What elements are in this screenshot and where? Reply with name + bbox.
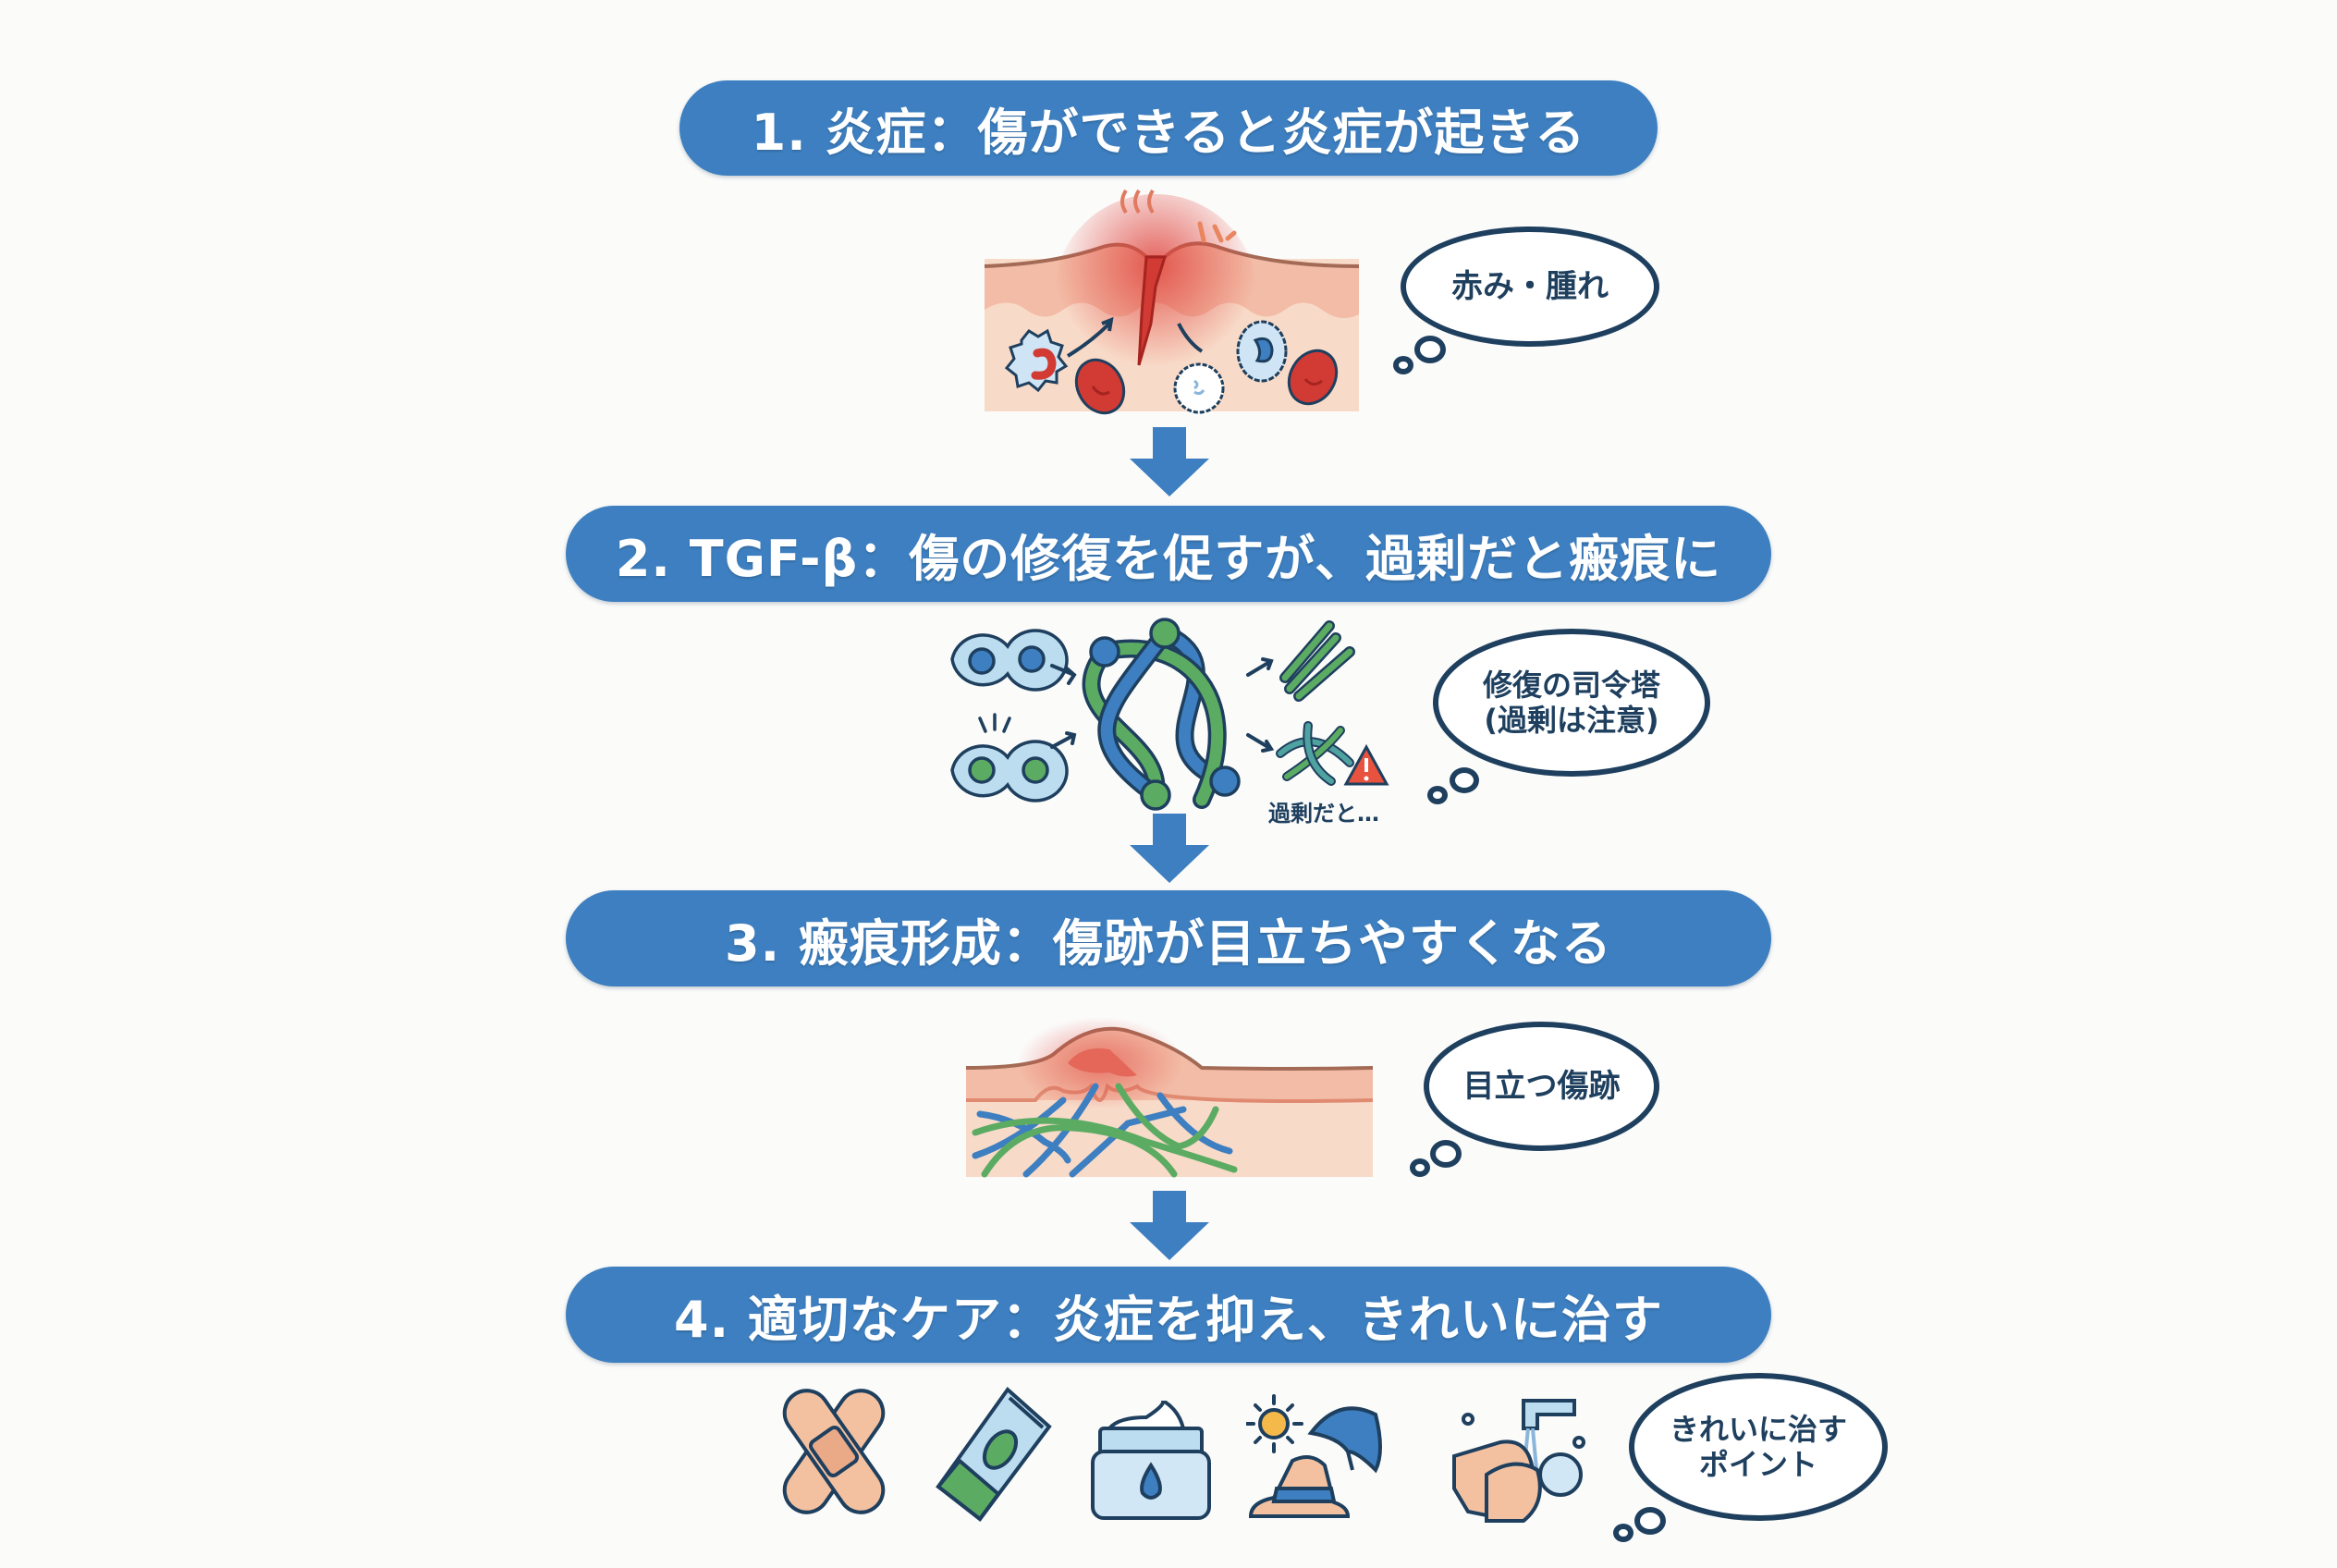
- step-4-title: 4. 適切なケア：炎症を抑え、きれいに治す: [674, 1290, 1663, 1349]
- bubble-3-text: 目立つ傷跡: [1462, 1067, 1621, 1105]
- step-2-title: 2. TGF-β：傷の修復を促すが、過剰だと瘢痕に: [615, 529, 1722, 588]
- step-2-caption: 過剰だと…: [1268, 801, 1379, 827]
- inflamed-skin-illustration: [984, 189, 1360, 415]
- bandage-icon: [782, 1389, 886, 1514]
- down-arrow-icon: [1130, 1191, 1209, 1260]
- moisturizer-jar-icon: [1091, 1401, 1211, 1520]
- step-2-thought-bubble: 修復の司令塔 (過剰は注意): [1414, 629, 1719, 814]
- step-4-banner: 4. 適切なケア：炎症を抑え、きれいに治す: [566, 1267, 1771, 1363]
- tgf-beta-illustration: [950, 618, 1389, 811]
- bubble-2-line-1: 修復の司令塔: [1482, 667, 1660, 703]
- down-arrow-icon: [1130, 814, 1209, 883]
- step-1-title: 1. 炎症：傷ができると炎症が起きる: [751, 104, 1586, 162]
- step-3-thought-bubble: 目立つ傷跡: [1410, 1022, 1659, 1179]
- step-1-thought-bubble: 赤み・腫れ: [1387, 227, 1664, 384]
- bubble-4-line-1: きれいに治す: [1669, 1411, 1847, 1447]
- step-4-thought-bubble: きれいに治す ポイント: [1609, 1368, 1888, 1544]
- sun-protection-icon: [1246, 1394, 1382, 1518]
- step-1-banner: 1. 炎症：傷ができると炎症が起きる: [679, 80, 1658, 176]
- bubble-2-line-2: (過剰は注意): [1484, 703, 1659, 738]
- step-3-banner: 3. 瘢痕形成：傷跡が目立ちやすくなる: [566, 890, 1771, 986]
- hand-washing-icon: [1452, 1399, 1585, 1524]
- step-2-banner: 2. TGF-β：傷の修復を促すが、過剰だと瘢痕に: [566, 506, 1771, 602]
- bubble-1-text: 赤み・腫れ: [1451, 267, 1609, 305]
- ointment-tube-icon: [936, 1387, 1052, 1522]
- bubble-4-line-2: ポイント: [1698, 1447, 1817, 1482]
- down-arrow-icon: [1130, 427, 1209, 496]
- scar-tissue-illustration: [965, 1017, 1374, 1178]
- step-3-title: 3. 瘢痕形成：傷跡が目立ちやすくなる: [725, 913, 1612, 973]
